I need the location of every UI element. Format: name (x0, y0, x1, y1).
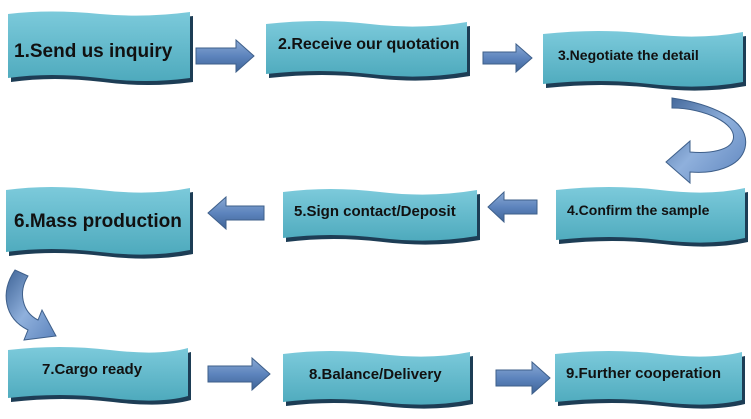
curved-arrow-down-icon (665, 97, 747, 185)
step-6-label: 6.Mass production (14, 211, 182, 232)
step-box-2 (266, 21, 470, 81)
step-1-label: 1.Send us inquiry (14, 41, 173, 62)
curved-arrow-down-icon (5, 269, 57, 341)
step-box-9 (555, 351, 745, 409)
step-box-8 (283, 351, 473, 409)
step-3-label: 3.Negotiate the detail (558, 47, 699, 63)
step-box-3 (543, 31, 746, 91)
step-box-1 (8, 11, 193, 85)
arrow-right-icon (482, 42, 533, 74)
step-2-label: 2.Receive our quotation (278, 36, 460, 53)
step-4-label: 4.Confirm the sample (567, 202, 710, 218)
arrow-right-icon (207, 356, 271, 392)
step-box-6 (6, 187, 193, 259)
arrow-left-icon (207, 195, 265, 231)
step-box-5 (283, 189, 480, 245)
step-9-label: 9.Further cooperation (566, 365, 722, 382)
step-8-label: 8.Balance/Delivery (309, 366, 442, 383)
arrow-right-icon (495, 360, 551, 396)
step-5-label: 5.Sign contact/Deposit (294, 203, 456, 220)
arrow-left-icon (487, 190, 538, 224)
arrow-right-icon (195, 38, 255, 74)
step-7-label: 7.Cargo ready (42, 361, 143, 378)
step-box-4 (556, 187, 748, 247)
step-box-7 (8, 347, 191, 405)
